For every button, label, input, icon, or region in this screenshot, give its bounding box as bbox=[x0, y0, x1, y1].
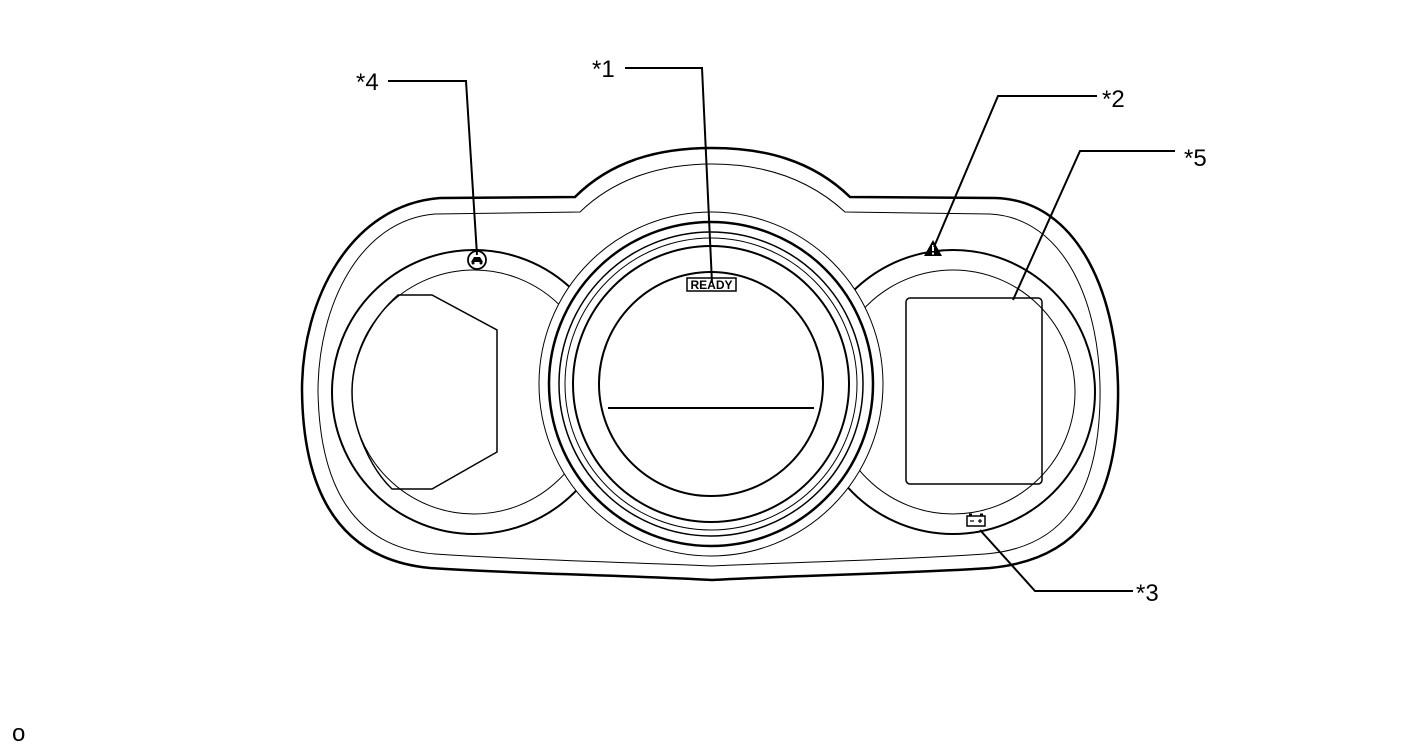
left-display-window bbox=[351, 294, 498, 490]
ready-indicator-label: READY bbox=[690, 278, 732, 292]
leader-line-1 bbox=[625, 67, 713, 284]
leader-line-2 bbox=[933, 95, 1097, 248]
center-bezel-ring-2 bbox=[558, 231, 864, 537]
center-pod-mask bbox=[539, 212, 883, 556]
master-warning-icon bbox=[924, 240, 942, 256]
leader-line-5 bbox=[1012, 150, 1175, 301]
corner-mark: o bbox=[12, 720, 26, 747]
callout-5: *5 bbox=[1184, 145, 1207, 172]
battery-icon bbox=[966, 513, 986, 527]
leader-line-3 bbox=[979, 529, 1133, 592]
callout-4: *4 bbox=[356, 69, 379, 96]
leader-line-4 bbox=[388, 80, 478, 256]
callout-3: *3 bbox=[1136, 580, 1159, 607]
center-outer-bezel bbox=[538, 211, 884, 557]
center-bezel-ring-3 bbox=[564, 237, 858, 531]
multi-information-display bbox=[905, 297, 1043, 485]
callout-1: *1 bbox=[592, 56, 615, 83]
center-bezel-ring-1 bbox=[547, 220, 875, 548]
cluster-inner-housing bbox=[317, 163, 1101, 567]
callout-2: *2 bbox=[1102, 86, 1125, 113]
cluster-outer-housing bbox=[300, 146, 1120, 582]
